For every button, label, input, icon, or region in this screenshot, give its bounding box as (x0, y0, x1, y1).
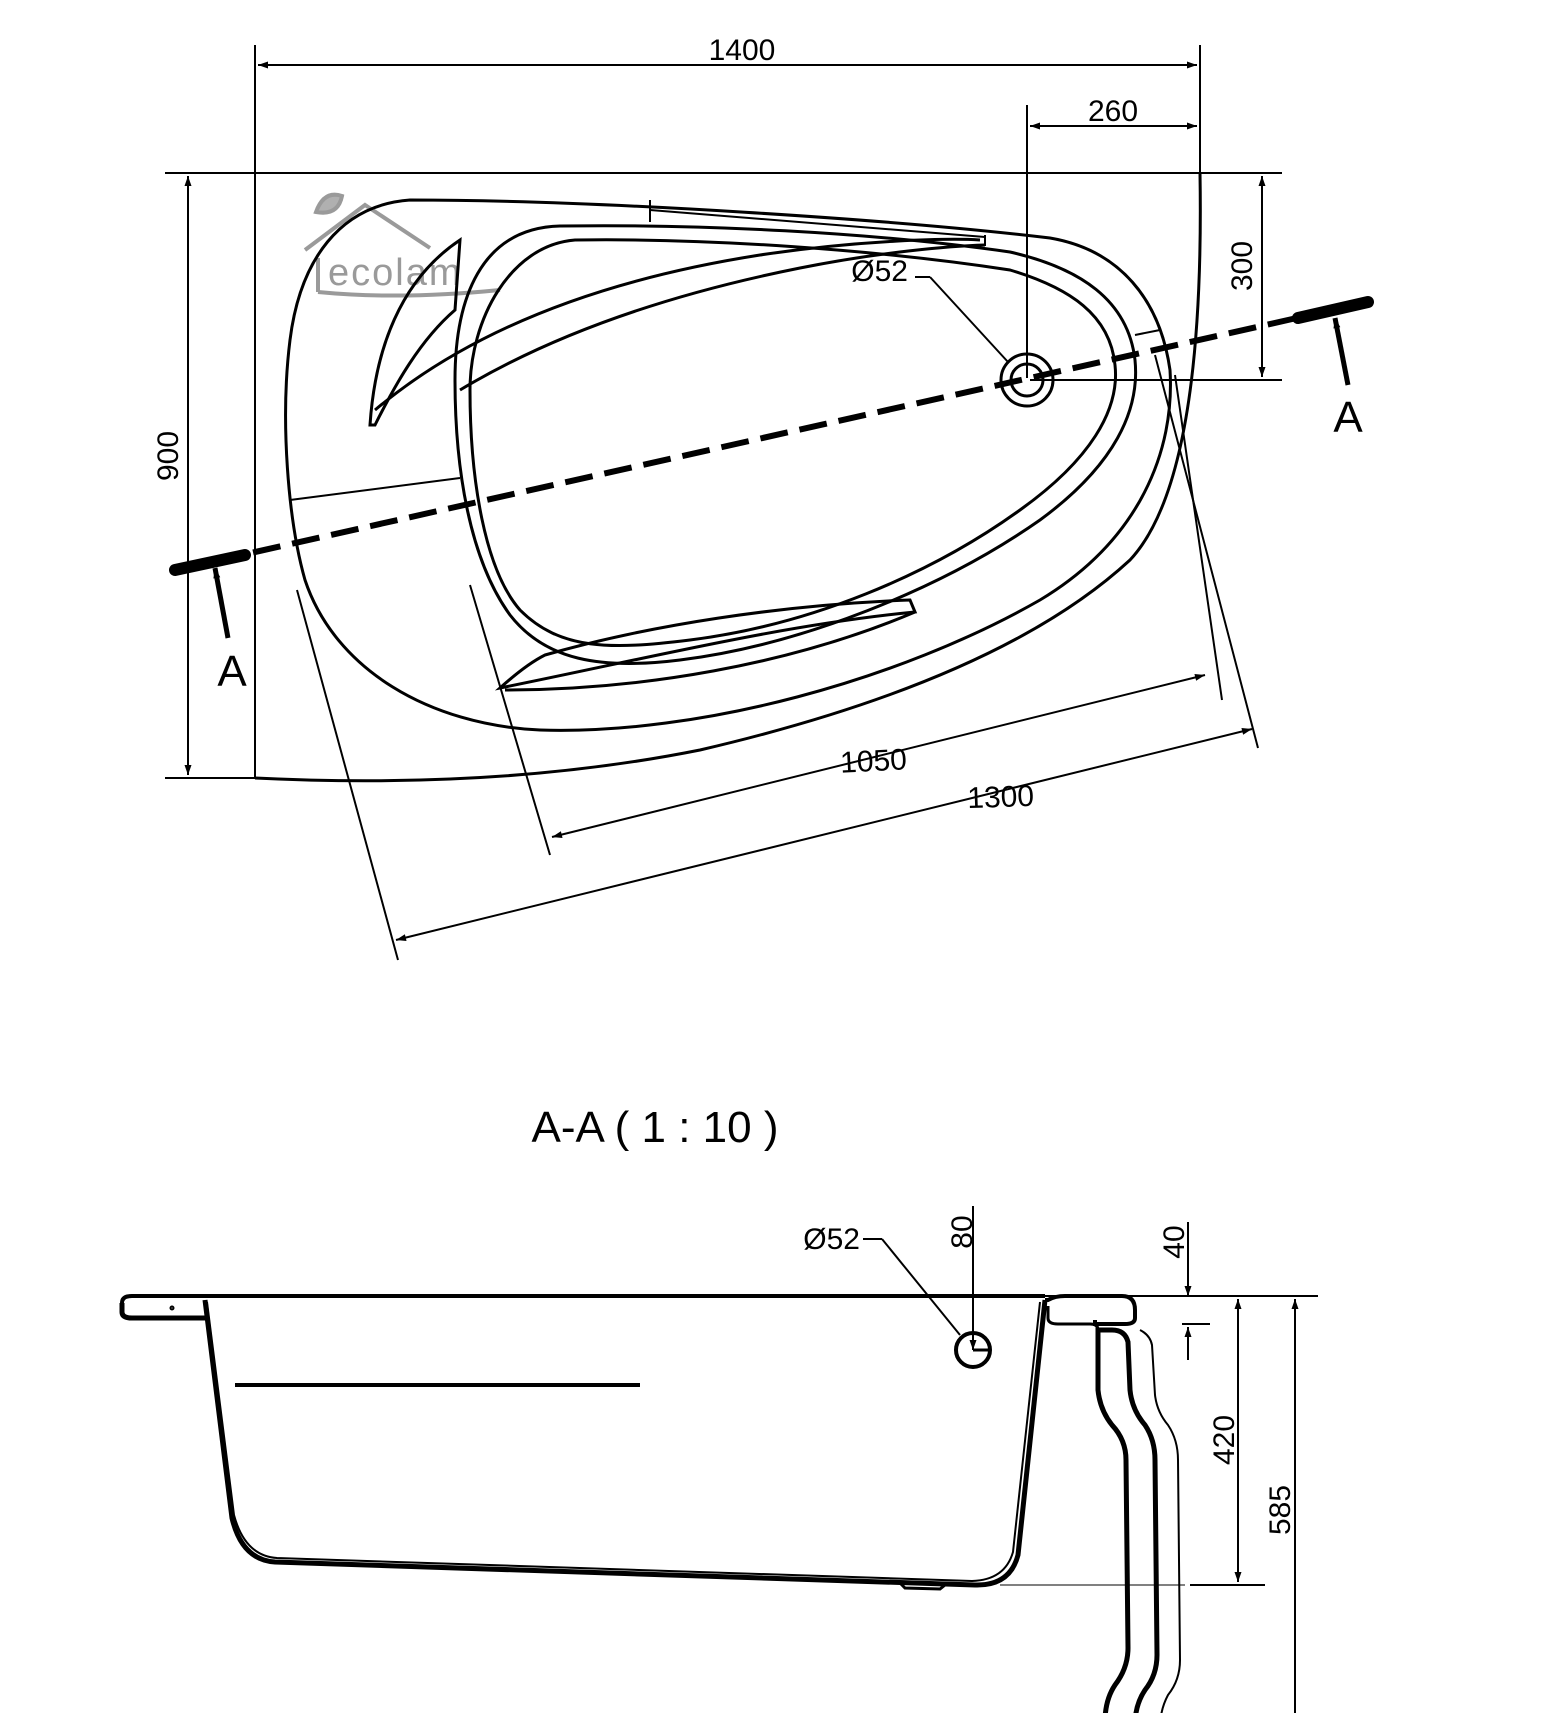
section-drain-diameter-label: Ø52 (803, 1223, 860, 1256)
support-leg-inner (1139, 1329, 1182, 1713)
dim-label-80: 80 (946, 1215, 979, 1248)
rim-left (120, 1294, 1045, 1304)
logo-text: ecolam (328, 252, 463, 294)
ecolam-logo: ecolam (303, 192, 501, 298)
rim-dot (169, 1305, 175, 1311)
dim-label-420: 420 (1208, 1415, 1241, 1465)
house-leaf-icon (303, 192, 501, 298)
drain-leader (929, 276, 1009, 363)
dim-label-260: 260 (1088, 95, 1138, 128)
backrest-curve (374, 237, 981, 412)
dim-label-1400: 1400 (709, 34, 776, 67)
rim-right-lip (1046, 1306, 1100, 1331)
section-arrow-right (1332, 317, 1351, 386)
seat-shape-2 (504, 610, 916, 692)
side-wall-line-2 (1134, 329, 1161, 336)
section-title: A-A ( 1 : 10 ) (532, 1103, 779, 1152)
dim-label-1050: 1050 (839, 743, 907, 779)
dim-label-900: 900 (152, 431, 185, 481)
support-leg (1095, 1327, 1160, 1713)
rim-right-step (1045, 1294, 1137, 1326)
section-line-end-left (169, 549, 251, 576)
tub-section-body (119, 1299, 1048, 1588)
dim-line-1300 (395, 727, 1253, 942)
tub-inner-basin-2 (468, 238, 1118, 648)
plan-view (165, 45, 1374, 961)
ext-1300-right (1154, 354, 1259, 749)
section-marker-right: A (1333, 393, 1363, 442)
tub-section-inner (206, 1301, 1041, 1583)
tub-top-outline (284, 198, 1172, 732)
section-line-a-a (174, 299, 1369, 573)
dim-label-585: 585 (1264, 1485, 1297, 1535)
dim-label-1300: 1300 (967, 780, 1035, 815)
ext-1050-right (1174, 374, 1223, 701)
overflow-leader (881, 1238, 961, 1336)
drain-diameter-label: Ø52 (851, 255, 908, 288)
backrest-shape (368, 237, 462, 427)
ext-1300-left (296, 589, 399, 961)
dim-label-300: 300 (1226, 241, 1259, 291)
plan-view-labels: 1400 260 300 900 1050 1300 Ø52 A A (152, 34, 1363, 815)
seat-shape (494, 598, 918, 691)
section-view (119, 1206, 1318, 1713)
section-arrow-left (212, 567, 231, 639)
side-wall-line (289, 477, 461, 501)
rim-channel (649, 209, 986, 238)
section-view-labels: Ø52 80 40 420 585 (803, 1215, 1297, 1535)
backrest-curve-2 (459, 243, 986, 392)
dim-label-40: 40 (1158, 1225, 1191, 1258)
section-line-end-right (1292, 296, 1374, 324)
tub-inner-basin (453, 224, 1138, 666)
section-marker-left: A (217, 647, 247, 696)
bottom-drain-bump (898, 1581, 946, 1591)
